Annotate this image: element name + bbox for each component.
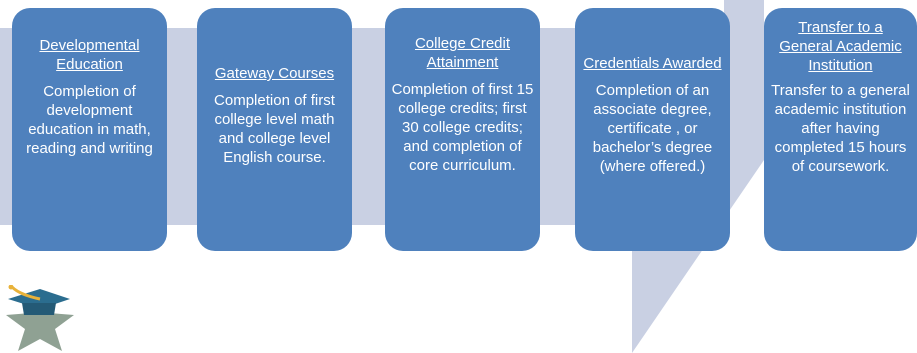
step-description: Completion of an associate degree, certi…: [592, 82, 713, 175]
graduation-cap-star-icon: [6, 285, 74, 351]
step-title: Developmental Education: [39, 37, 140, 73]
step-card-college-credit-attainment: College Credit Attainment Completion of …: [385, 8, 540, 251]
arrow-shape: [0, 0, 764, 353]
step-title: Credentials Awarded: [583, 55, 722, 72]
step-card-credentials-awarded: Credentials Awarded Completion of an ass…: [575, 8, 730, 251]
step-card-developmental-education: Developmental Education Completion of de…: [12, 8, 167, 251]
step-title: College Credit Attainment: [414, 35, 511, 71]
step-description: Completion of first 15 college credits; …: [391, 81, 534, 174]
cap-base: [22, 303, 56, 315]
tassel-knot: [8, 285, 14, 290]
step-card-transfer: Transfer to a General Academic Instituti…: [764, 8, 917, 251]
step-description: Transfer to a general academic instituti…: [771, 82, 910, 175]
step-card-gateway-courses: Gateway Courses Completion of first coll…: [197, 8, 352, 251]
step-title: Gateway Courses: [214, 65, 335, 82]
step-description: Completion of development education in m…: [26, 83, 153, 157]
cap-tassel: [10, 285, 41, 301]
step-title: Transfer to a General Academic Instituti…: [779, 19, 902, 74]
star-shape: [6, 293, 74, 351]
step-description: Completion of first college level math a…: [214, 92, 335, 166]
